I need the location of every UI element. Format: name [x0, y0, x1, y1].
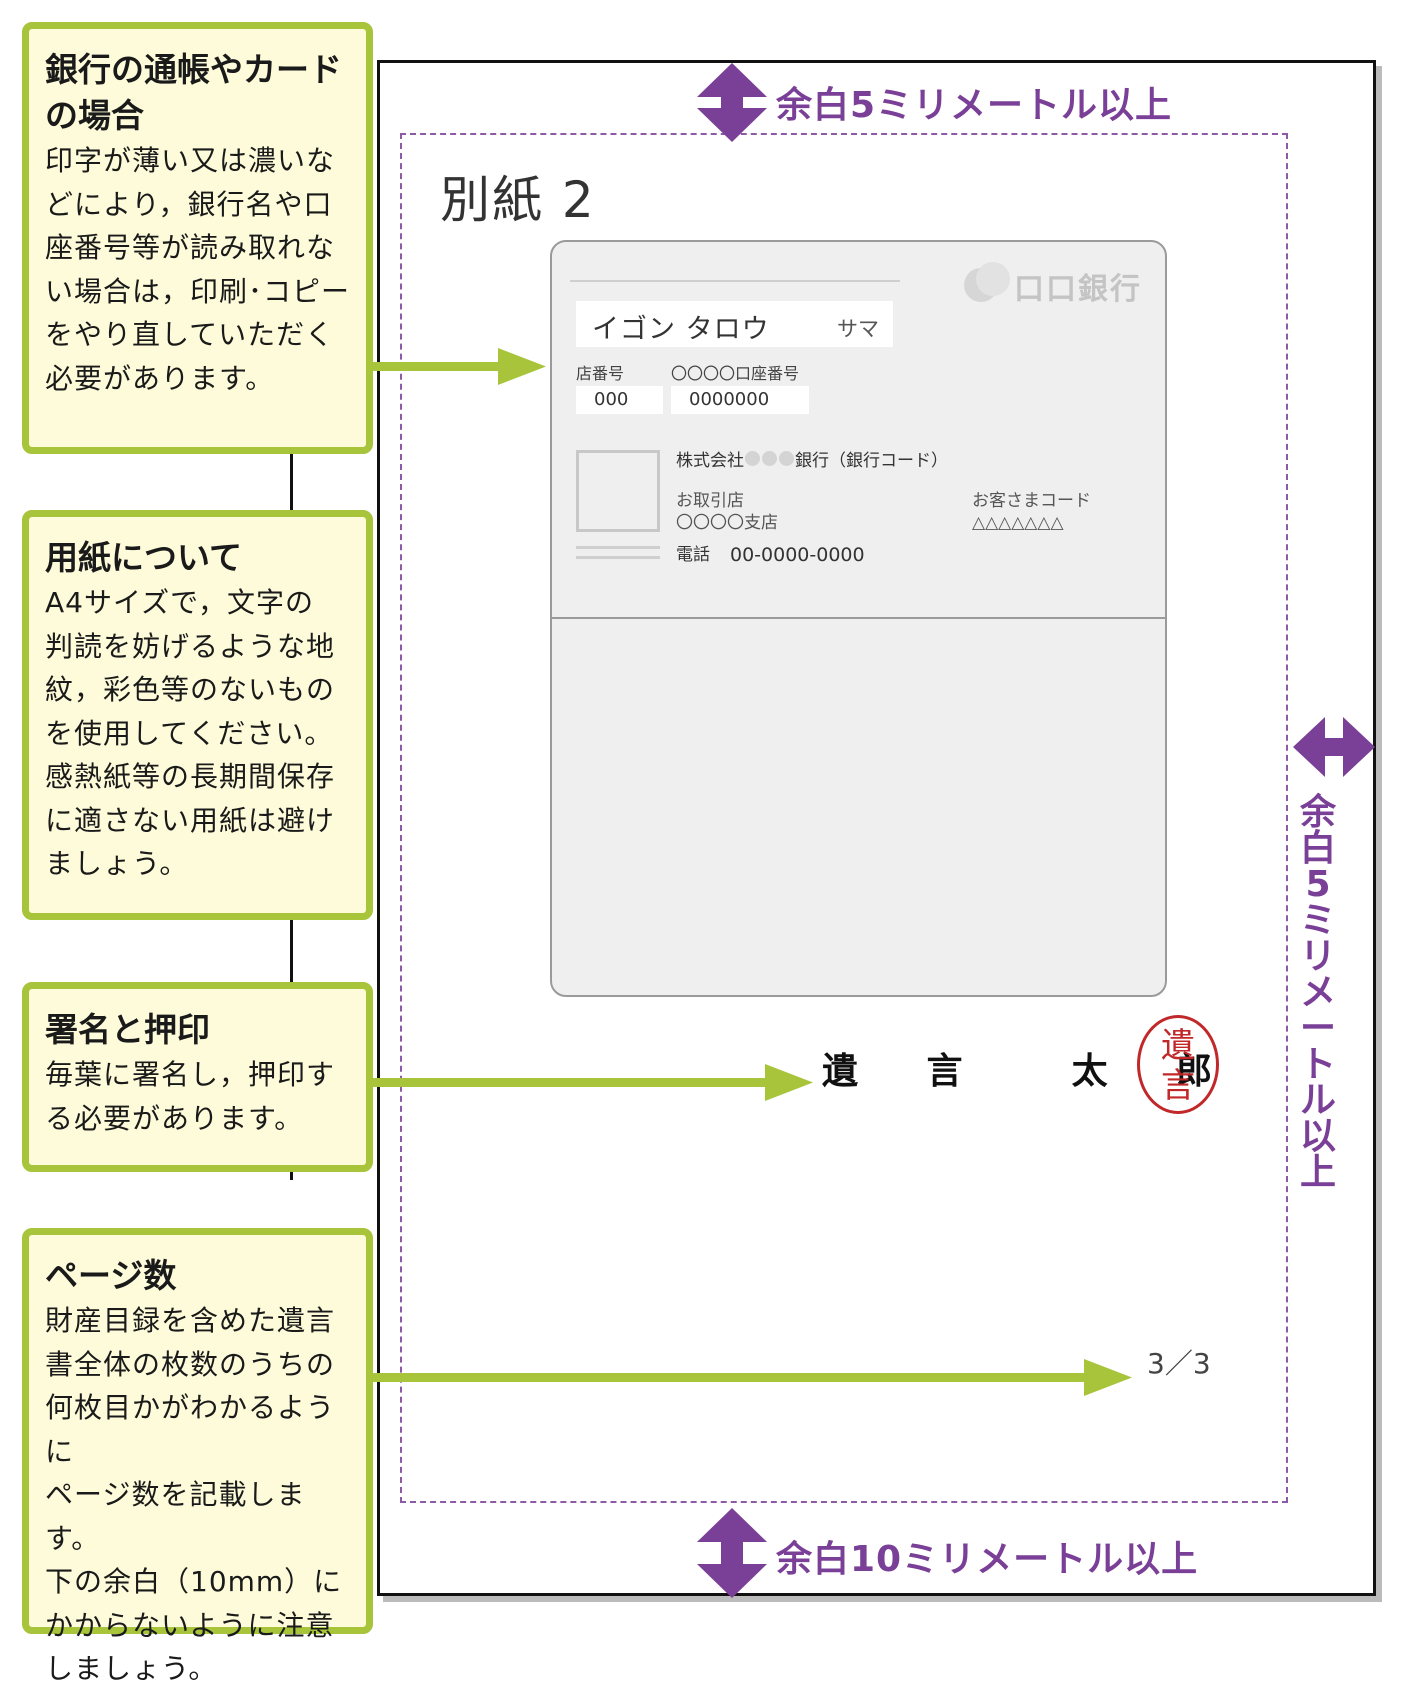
bank-line-prefix: 株式会社	[676, 451, 744, 471]
callout-line: 書全体の枚数のうちの	[45, 1347, 336, 1381]
card-top-line	[570, 280, 900, 282]
callout-line: い場合は，印刷･コピー	[45, 274, 351, 308]
seal-char-2: 言	[1161, 1066, 1195, 1106]
phone-label: 電話	[676, 545, 710, 565]
callout-line: をやり直していただく	[45, 318, 335, 351]
bank-company-line: 株式会社 銀行（銀行コード）	[676, 446, 948, 471]
branch-number-value: 000	[576, 386, 663, 414]
right-margin-arrow-icon	[1293, 717, 1375, 777]
callout-line: 判読を妨げるような地	[45, 629, 336, 663]
callout-line: に適さない用紙は避け	[45, 803, 336, 837]
card-deco-line	[576, 546, 660, 549]
callout-line: を使用してください。	[45, 716, 334, 750]
passbook-card: 口口銀行 イゴン タロウ サマ 店番号 〇〇〇〇口座番号 000 0000000…	[550, 240, 1167, 997]
callout-passbook: 銀行の通帳やカード の場合 印字が薄い又は濃いな どにより，銀行名や口 座番号等…	[22, 22, 373, 454]
callout-title: ページ数	[45, 1256, 177, 1295]
callout-line: る必要があります。	[45, 1101, 304, 1135]
masked-dot-icon	[779, 451, 794, 466]
page-number: 3／3	[1147, 1347, 1211, 1380]
callout-line: A4サイズで，文字の	[45, 586, 315, 619]
callout-body: 毎葉に署名し，押印す る必要があります。	[45, 1053, 352, 1140]
callout-line: 何枚目かがわかるように	[45, 1391, 336, 1468]
callout-title: 用紙について	[45, 538, 243, 577]
bank-logo-icon	[962, 262, 1010, 302]
arrows-layer	[372, 63, 1375, 1598]
holder-name: イゴン タロウ	[592, 314, 770, 345]
callout-line: しましょう。	[45, 1652, 218, 1685]
callout-line: 感熱紙等の長期間保存	[45, 760, 336, 793]
account-number-value: 0000000	[671, 386, 809, 414]
callout-line: 必要があります。	[45, 361, 275, 395]
account-number-label: 〇〇〇〇口座番号	[671, 364, 800, 383]
customer-code-label: お客さまコード	[972, 491, 1091, 511]
bank-name: 口口銀行	[1014, 272, 1142, 307]
callout-line: ましょう。	[45, 847, 189, 880]
callout-line: 下の余白（10mm）に	[45, 1565, 343, 1598]
bottom-margin-arrow-icon	[697, 1508, 767, 1598]
bank-line-suffix: 銀行（銀行コード）	[795, 451, 948, 471]
callout-line: どにより，銀行名や口	[45, 187, 333, 221]
callout-line: ページ数を記載します。	[45, 1478, 306, 1555]
holder-name-box: イゴン タロウ サマ	[576, 301, 893, 347]
branch-number-label: 店番号	[576, 364, 625, 383]
callout-paper: 用紙について A4サイズで，文字の 判読を妨げるような地 紋，彩色等のないもの …	[22, 510, 373, 920]
callout-line: 座番号等が読み取れな	[45, 231, 336, 264]
callout-arrowhead-page-number	[1084, 1359, 1132, 1396]
callout-arrow-page-number	[372, 1373, 1090, 1382]
callout-line: かからないように注意	[45, 1608, 335, 1642]
phone-value: 00-0000-0000	[730, 544, 865, 566]
holder-suffix: サマ	[837, 317, 879, 341]
top-margin-arrow-icon	[697, 63, 767, 142]
branch-store-value: 〇〇〇〇支店	[676, 513, 778, 533]
callout-title: の場合	[45, 96, 144, 135]
callout-body: 印字が薄い又は濃いな どにより，銀行名や口 座番号等が読み取れな い場合は，印刷…	[45, 139, 352, 400]
page-title: 別紙 2	[440, 171, 596, 229]
callout-signature: 署名と押印 毎葉に署名し，押印す る必要があります。	[22, 982, 373, 1172]
callout-arrow-signature	[372, 1078, 772, 1087]
masked-dot-icon	[745, 451, 760, 466]
seal-stamp: 遺 言	[1137, 1015, 1219, 1114]
seal-char-1: 遺	[1161, 1026, 1195, 1066]
callout-arrowhead-signature	[765, 1064, 813, 1101]
callout-arrowhead-passbook	[498, 348, 546, 385]
callout-title: 銀行の通帳やカード	[45, 50, 342, 89]
bottom-margin-label: 余白10ミリメートル以上	[776, 1539, 1199, 1580]
masked-dot-icon	[762, 451, 777, 466]
callout-line: 財産目録を含めた遺言	[45, 1304, 336, 1337]
callout-line: 毎葉に署名し，押印す	[45, 1058, 336, 1091]
card-deco-line	[576, 556, 660, 559]
callout-page-count: ページ数 財産目録を含めた遺言 書全体の枚数のうちの 何枚目かがわかるように ペ…	[22, 1228, 373, 1685]
right-margin-label: 余白5ミリメートル以上	[1300, 792, 1337, 1193]
margin-guide	[400, 133, 1288, 1503]
callout-line: 紋，彩色等のないもの	[45, 673, 336, 706]
card-fold-line	[552, 617, 1165, 619]
callout-title: 署名と押印	[45, 1010, 210, 1049]
top-margin-label: 余白5ミリメートル以上	[776, 85, 1173, 126]
callout-body: 財産目録を含めた遺言 書全体の枚数のうちの 何枚目かがわかるように ページ数を記…	[45, 1299, 352, 1691]
card-photo-placeholder	[576, 450, 660, 532]
callout-body: A4サイズで，文字の 判読を妨げるような地 紋，彩色等のないもの を使用してくだ…	[45, 581, 352, 886]
callout-line: 印字が薄い又は濃いな	[45, 144, 336, 177]
customer-code-value: △△△△△△△	[972, 513, 1064, 533]
branch-store-label: お取引店	[676, 491, 744, 511]
callout-arrow-passbook	[372, 362, 506, 371]
